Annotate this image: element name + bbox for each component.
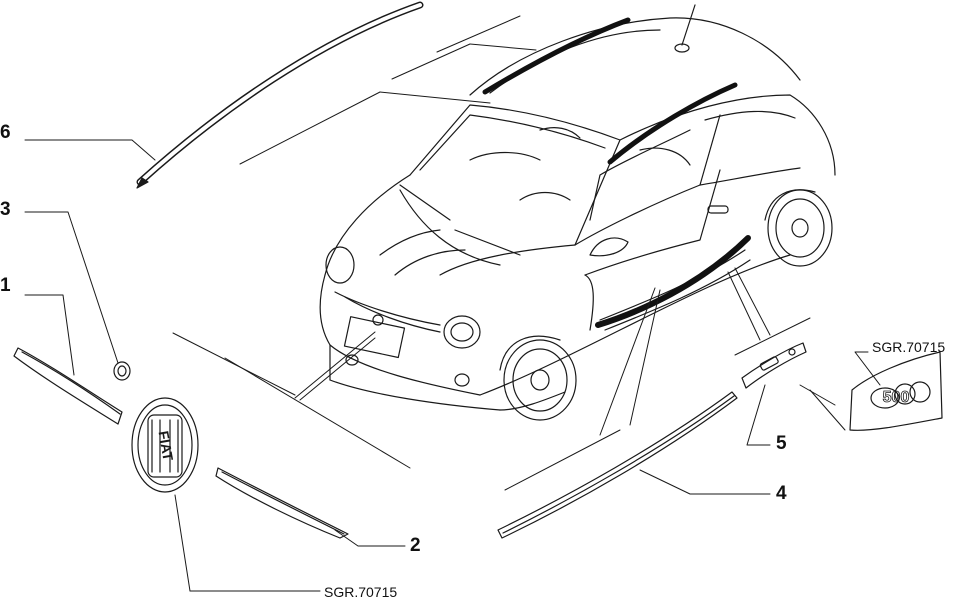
guide-lines	[172, 15, 811, 491]
part-2-front-moulding	[215, 467, 349, 539]
part-5-side-badge	[741, 342, 807, 389]
part-1-front-moulding	[13, 347, 123, 425]
badge-500-lettering: 500	[883, 389, 910, 406]
callout-4: 4	[776, 483, 787, 504]
callout-1: 1	[0, 275, 11, 296]
part-3-clip	[113, 361, 131, 381]
part-6-roof-moulding	[136, 1, 424, 189]
car-body	[319, 4, 836, 421]
badge-500	[849, 351, 943, 431]
callout-3: 3	[0, 199, 11, 220]
side-badge-reference: SGR.70715	[872, 339, 946, 355]
callout-5: 5	[776, 433, 787, 454]
part-4-side-moulding	[497, 391, 738, 539]
leader-lines	[24, 139, 881, 592]
callout-2: 2	[410, 535, 421, 556]
door-moulding-stripe	[595, 235, 751, 328]
fiat-front-badge	[131, 397, 199, 493]
front-badge-reference: SGR.70715	[324, 584, 398, 600]
fiat-badge-lettering: FIAT	[155, 430, 176, 463]
callout-6: 6	[0, 122, 11, 143]
roof-stripes	[482, 17, 738, 165]
